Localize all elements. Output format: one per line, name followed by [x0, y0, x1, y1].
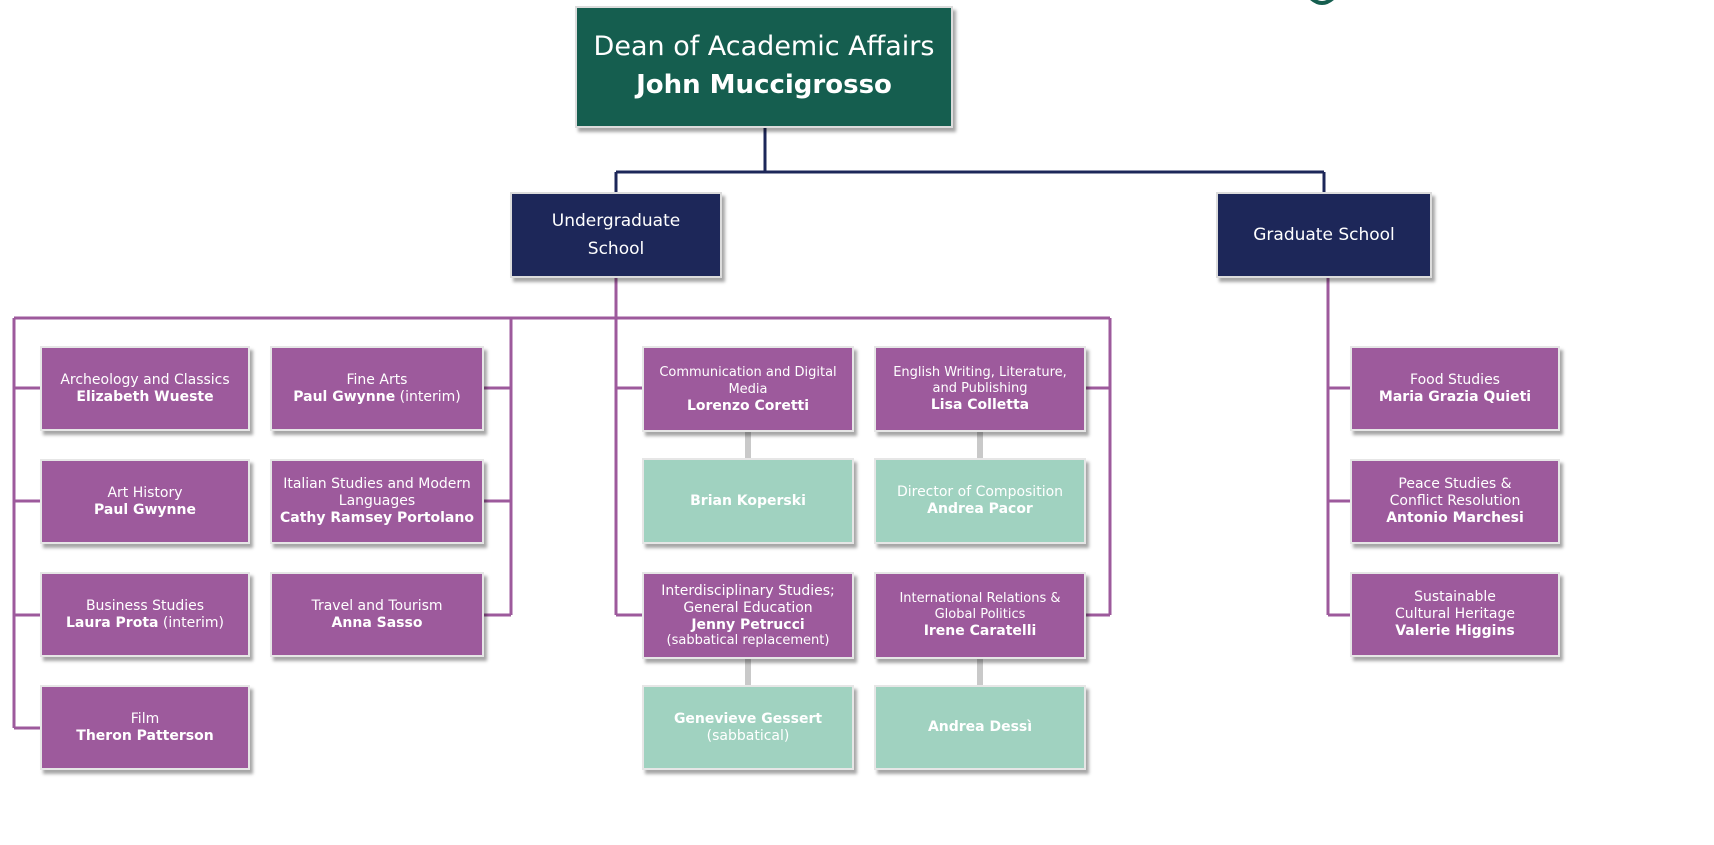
dept-head: Lorenzo Coretti: [686, 397, 810, 414]
subunit-head: Andrea Dessì: [927, 719, 1033, 735]
dept-head: Anna Sasso: [331, 614, 423, 631]
dept-head-note: (interim): [395, 388, 461, 405]
subunit-gessert: Genevieve Gessert (sabbatical): [642, 685, 854, 770]
dept-title: Fine Arts: [346, 371, 408, 388]
dept-head: Antonio Marchesi: [1386, 510, 1524, 526]
dept-art-history: Art History Paul Gwynne: [40, 459, 250, 544]
dept-head-note: (interim): [158, 614, 224, 631]
subunit-koperski: Brian Koperski: [642, 458, 854, 544]
dept-title: Art History: [107, 484, 183, 501]
dept-business: Business Studies Laura Prota (interim): [40, 572, 250, 657]
subunit-dessi: Andrea Dessì: [874, 685, 1086, 770]
graduate-school-box: Graduate School: [1216, 192, 1432, 278]
dept-head: Theron Patterson: [76, 727, 214, 744]
subunit-head: Brian Koperski: [690, 492, 806, 509]
dept-communication: Communication and Digital Media Lorenzo …: [642, 346, 854, 432]
dept-title: Communication and Digital Media: [659, 364, 837, 397]
dept-english: English Writing, Literature, and Publish…: [874, 346, 1086, 432]
dept-title: Travel and Tourism: [311, 597, 443, 614]
dept-title: English Writing, Literature, and Publish…: [893, 364, 1067, 396]
dean-name: John Muccigrosso: [636, 70, 892, 100]
subunit-head: Andrea Pacor: [927, 501, 1033, 517]
subunit-head-note: (sabbatical): [706, 727, 790, 744]
dept-head: Maria Grazia Quieti: [1378, 388, 1532, 405]
dept-head: Jenny Petrucci: [691, 617, 805, 633]
dept-archeology: Archeology and Classics Elizabeth Wueste: [40, 346, 250, 431]
dept-head: Laura Prota: [65, 614, 159, 631]
dept-title: Cultural Heritage: [1395, 606, 1515, 622]
dept-italian: Italian Studies and Modern Languages Cat…: [270, 459, 484, 544]
dept-head: Elizabeth Wueste: [76, 388, 214, 405]
dept-film: Film Theron Patterson: [40, 685, 250, 770]
subunit-head: Genevieve Gessert: [673, 710, 823, 727]
dept-head: Paul Gwynne: [293, 388, 396, 405]
dept-sustainable: Sustainable Cultural Heritage Valerie Hi…: [1350, 572, 1560, 657]
dept-title: Conflict Resolution: [1389, 493, 1521, 509]
dept-interdisciplinary: Interdisciplinary Studies; General Educa…: [642, 572, 854, 659]
dept-title: Archeology and Classics: [60, 371, 230, 388]
dept-fine-arts: Fine Arts Paul Gwynne (interim): [270, 346, 484, 431]
subunit-composition: Director of Composition Andrea Pacor: [874, 458, 1086, 544]
dept-head: Irene Caratelli: [923, 623, 1037, 639]
dept-title: International Relations & Global Politic…: [899, 591, 1061, 622]
dept-head-note: (sabbatical replacement): [666, 633, 830, 648]
dept-intl-relations: International Relations & Global Politic…: [874, 572, 1086, 659]
graduate-school-label: Graduate School: [1253, 225, 1395, 245]
dept-head: Lisa Colletta: [930, 396, 1030, 413]
dean-title: Dean of Academic Affairs: [593, 31, 935, 62]
dept-title: Film: [130, 710, 160, 727]
subunit-title: Director of Composition: [896, 484, 1064, 500]
dept-travel: Travel and Tourism Anna Sasso: [270, 572, 484, 657]
dept-peace: Peace Studies & Conflict Resolution Anto…: [1350, 459, 1560, 544]
dept-title: Business Studies: [85, 597, 205, 614]
dept-title: Interdisciplinary Studies;: [661, 583, 835, 599]
dept-title: Italian Studies and Modern Languages: [283, 476, 471, 509]
dept-title: Peace Studies &: [1398, 476, 1512, 492]
dept-head: Valerie Higgins: [1395, 623, 1515, 639]
dept-head: Paul Gwynne: [94, 501, 196, 518]
dept-title: Food Studies: [1410, 371, 1500, 388]
undergraduate-school-label: Undergraduate School: [551, 211, 681, 259]
dept-title: General Education: [683, 600, 813, 616]
university-logo-icon: [1310, 0, 1334, 5]
dept-title: Sustainable: [1414, 589, 1496, 605]
dept-food: Food Studies Maria Grazia Quieti: [1350, 346, 1560, 431]
dean-box: Dean of Academic Affairs John Muccigross…: [575, 6, 953, 128]
dept-head: Cathy Ramsey Portolano: [280, 510, 474, 526]
undergraduate-school-box: Undergraduate School: [510, 192, 722, 278]
